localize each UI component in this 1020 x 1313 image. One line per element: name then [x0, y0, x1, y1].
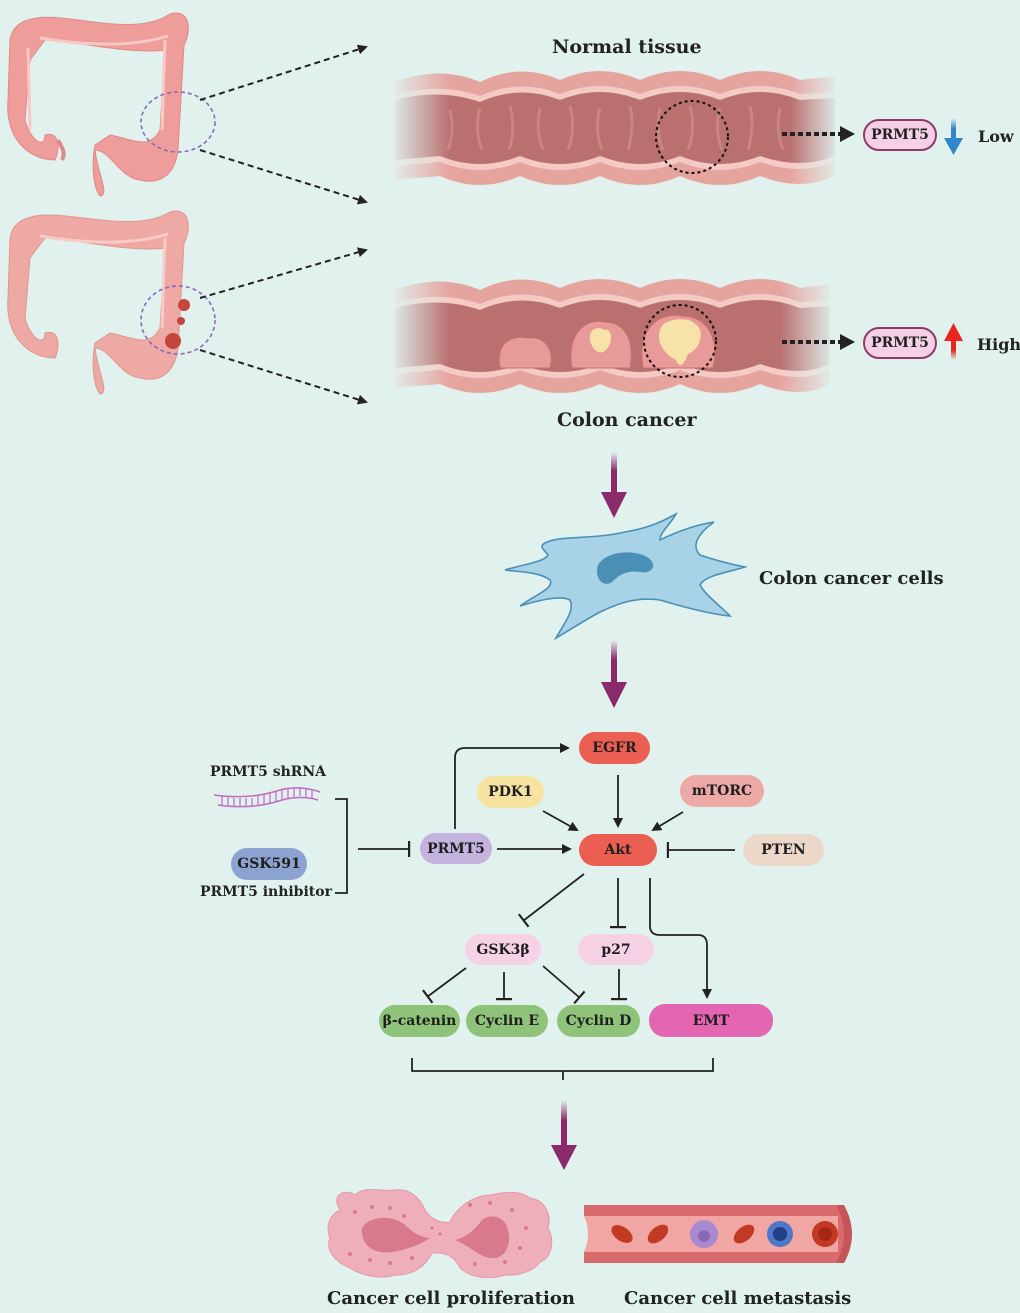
- inhibitor-label: PRMT5 inhibitor: [200, 884, 332, 900]
- low-level-label: Low: [978, 127, 1014, 146]
- cancer-zoom-circle: [643, 304, 717, 378]
- cancer-cells-label: Colon cancer cells: [759, 568, 944, 589]
- proliferation-cell-icon: [327, 1189, 553, 1279]
- p27-node: p27: [578, 934, 654, 965]
- cyclin-d-node: Cyclin D: [557, 1005, 640, 1037]
- cyclin-e-node: Cyclin E: [466, 1005, 548, 1037]
- mtorc-node: mTORC: [680, 775, 764, 807]
- beta-catenin-node: β-catenin: [379, 1005, 460, 1037]
- prmt5-node: PRMT5: [420, 833, 492, 864]
- normal-tissue-title: Normal tissue: [552, 36, 702, 58]
- metastasis-label: Cancer cell metastasis: [624, 1288, 852, 1309]
- pdk1-node: PDK1: [477, 776, 544, 808]
- red-blood-cell-icon: [733, 1224, 755, 1244]
- normal-zoom-circle: [655, 100, 729, 174]
- shrna-label: PRMT5 shRNA: [210, 764, 327, 780]
- tumor-icon: [165, 333, 181, 349]
- nucleus-icon: [361, 1217, 430, 1253]
- shrna-icon: [213, 787, 321, 808]
- normal-tissue-strip: [390, 60, 840, 200]
- blood-vessel-icon: [584, 1205, 852, 1263]
- nucleus-icon: [597, 552, 654, 584]
- flow-arrows: [551, 452, 627, 1170]
- normal-region-highlight: [140, 91, 216, 153]
- polyp-icon: [498, 336, 552, 369]
- cancer-cell-illustration: [504, 511, 749, 641]
- cancer-region-highlight: [140, 285, 216, 355]
- emt-node: EMT: [649, 1004, 773, 1037]
- egfr-node: EGFR: [579, 732, 650, 764]
- tumor-core-icon: [589, 328, 612, 353]
- pten-node: PTEN: [743, 834, 824, 866]
- tumor-icon: [177, 317, 185, 325]
- tumor-icon: [178, 299, 190, 311]
- up-arrow-icon: [944, 323, 963, 341]
- colon-cancer-title: Colon cancer: [557, 409, 697, 431]
- tumor-core-icon: [658, 319, 701, 366]
- nucleus-icon: [455, 1216, 510, 1259]
- gsk3b-node: GSK3β: [465, 934, 541, 965]
- high-level-label: High: [977, 335, 1020, 354]
- colon-cancer-illustration: [7, 210, 216, 395]
- red-blood-cell-icon: [611, 1225, 633, 1243]
- cancer-tissue-strip: [390, 268, 835, 408]
- down-arrow-icon: [944, 138, 963, 155]
- gsk591-node: GSK591: [231, 848, 307, 880]
- akt-node: Akt: [579, 834, 657, 866]
- prmt5-low-badge: PRMT5: [863, 119, 937, 151]
- zoom-arrows: [199, 44, 368, 405]
- pathway-connectors: [335, 743, 735, 1080]
- prmt5-level-arrows: [782, 118, 963, 360]
- proliferation-label: Cancer cell proliferation: [327, 1288, 575, 1309]
- prmt5-high-badge: PRMT5: [863, 327, 937, 359]
- colon-normal-illustration: [7, 12, 216, 197]
- high-arrow-icon: [951, 340, 956, 360]
- red-blood-cell-icon: [647, 1224, 669, 1244]
- low-arrow-icon: [951, 118, 956, 140]
